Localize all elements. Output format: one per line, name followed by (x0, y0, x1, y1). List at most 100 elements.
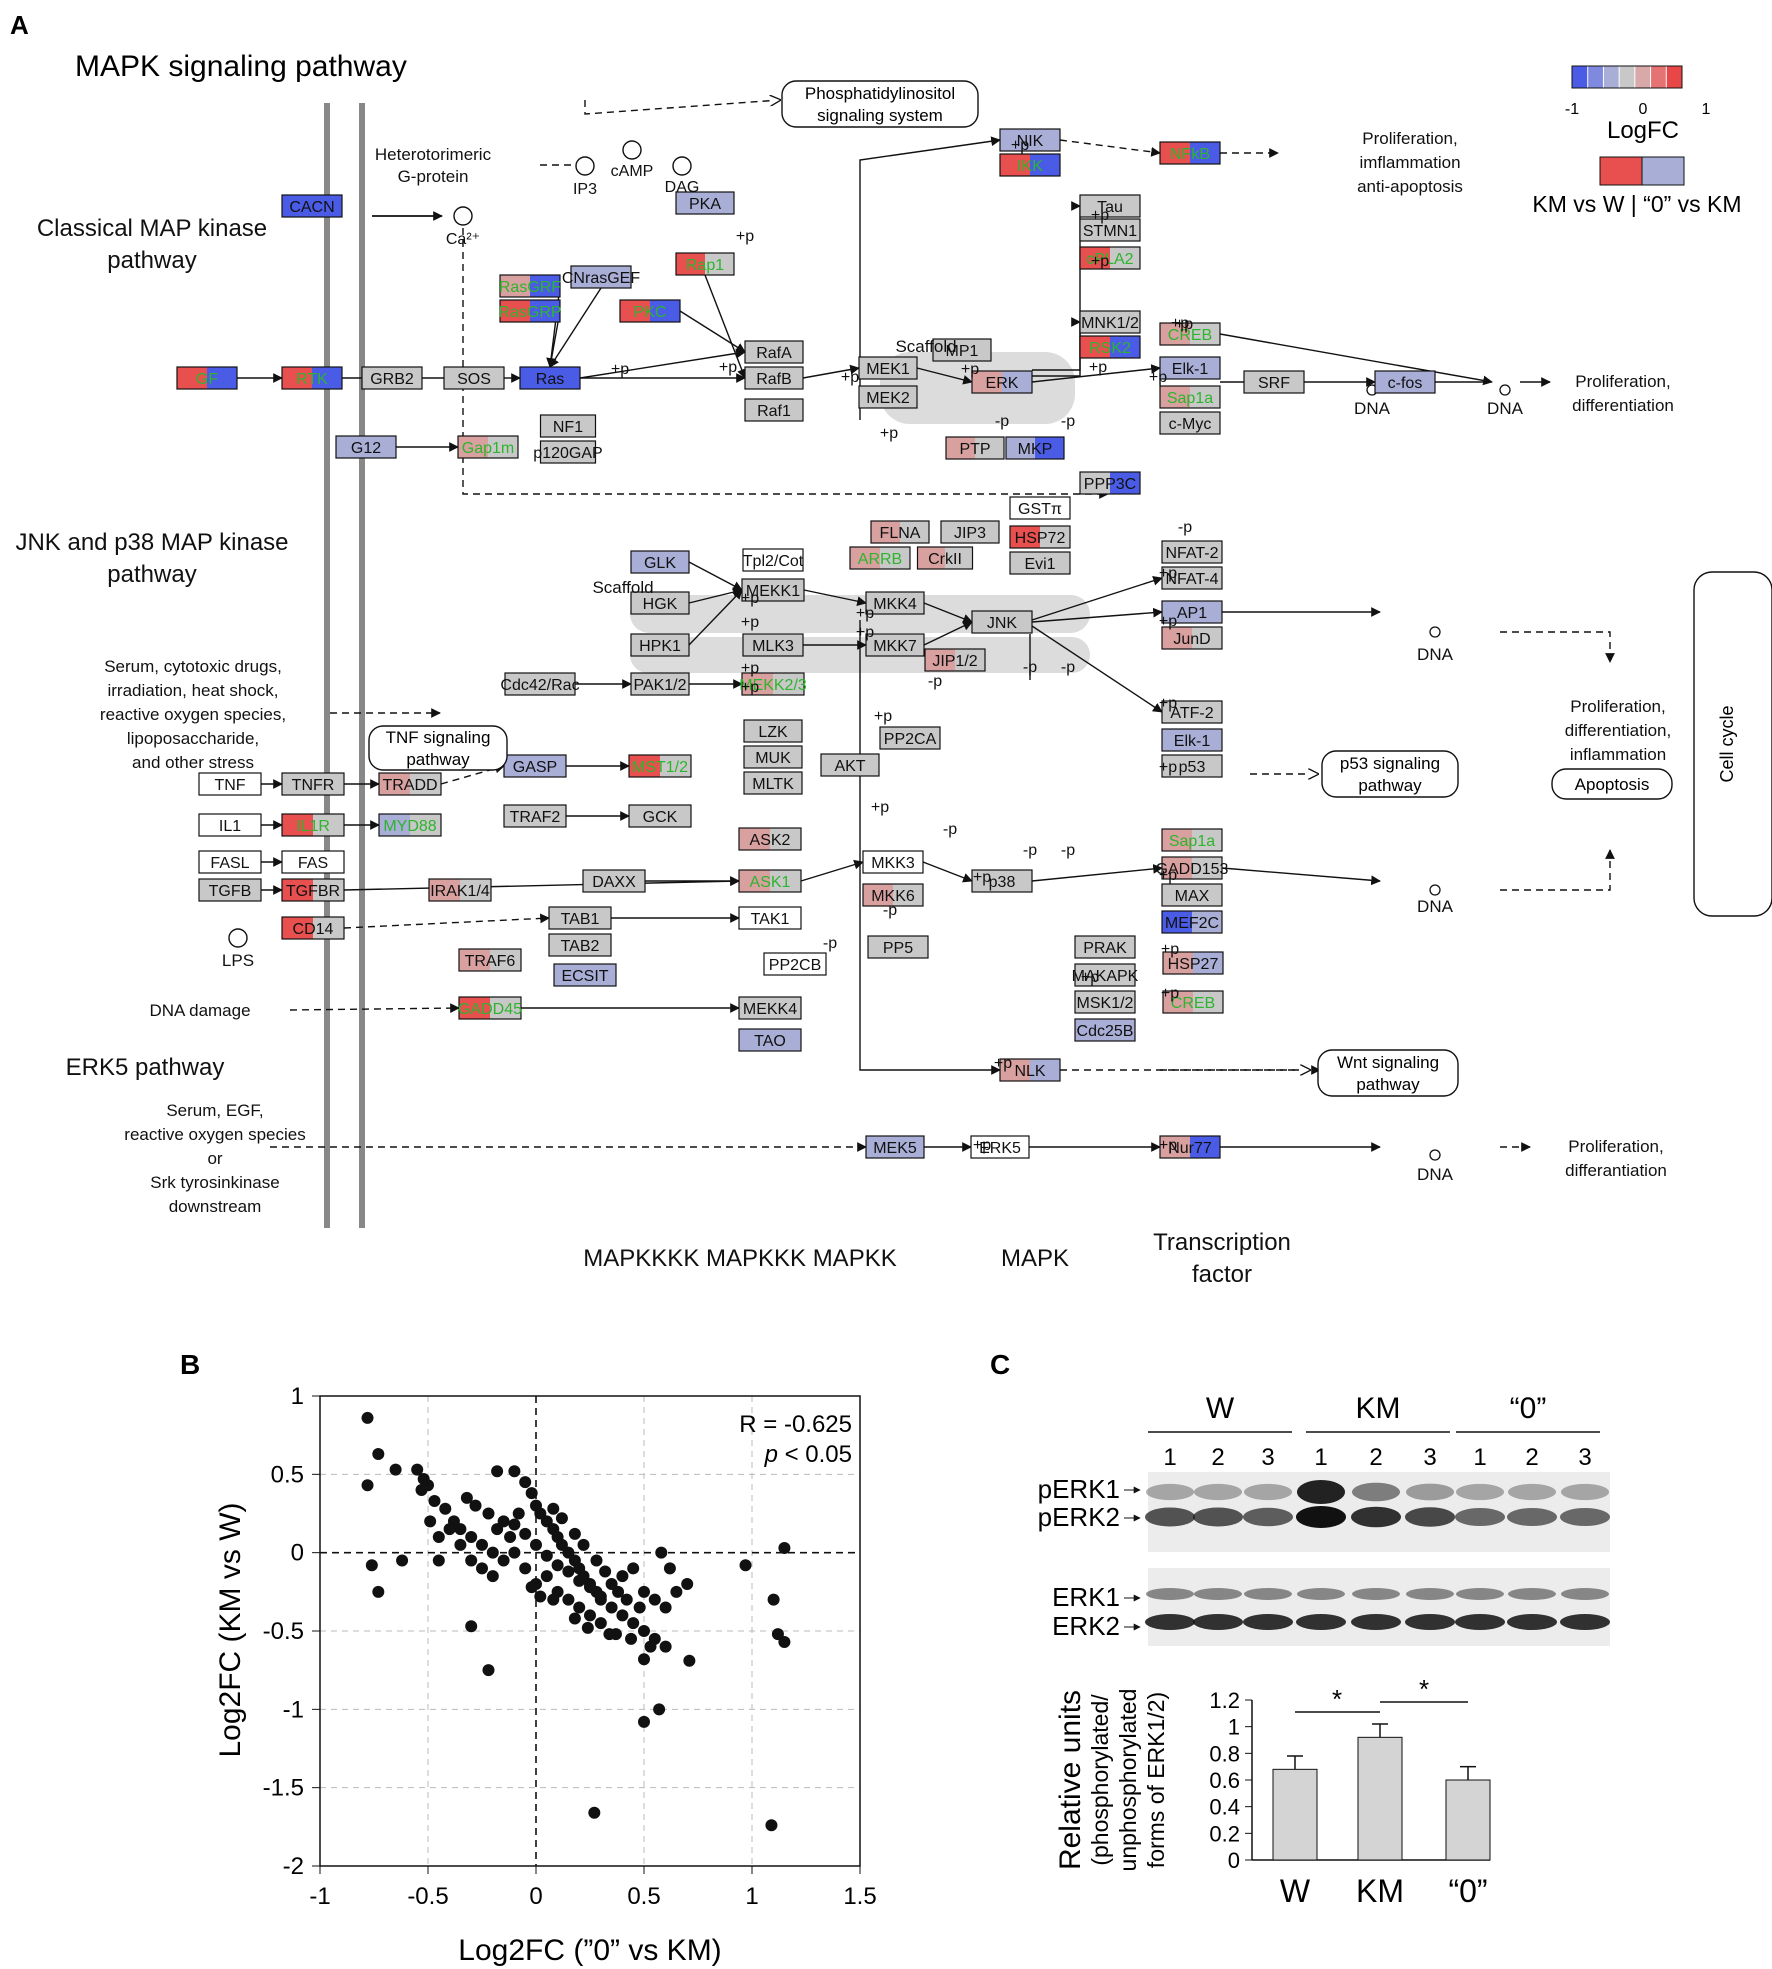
gene-border (1161, 540, 1223, 564)
gene-fill-left (629, 755, 660, 777)
gene-fill-right (313, 814, 344, 836)
gene-fill (676, 192, 734, 214)
blot-band-erk1 (1508, 1588, 1556, 1600)
gene-border (862, 883, 924, 907)
phospho-plus-label-line: +p (961, 361, 979, 378)
edge (1031, 607, 1163, 623)
gene-p38: p38 (971, 869, 1033, 893)
gene-fill (1375, 371, 1435, 393)
tier-mapk-line: MAPK (1001, 1245, 1069, 1272)
blot-label-perk2: pERK2 (1038, 1502, 1120, 1532)
gene-border (499, 274, 561, 298)
gene-fill-left (458, 436, 488, 458)
gene-traf2: TRAF2 (503, 804, 567, 828)
gene-border (971, 370, 1033, 394)
gene-border (858, 356, 918, 380)
scatter-point (638, 1653, 650, 1666)
gene-fill (1244, 371, 1304, 393)
pathway-box-p53-text: p53 signaling (1340, 754, 1440, 773)
scatter-point (767, 1593, 780, 1606)
gene-hsp27: HSP27 (1162, 951, 1224, 975)
gene-fill-left (429, 879, 460, 901)
phospho-minus-label: -p (1178, 519, 1192, 536)
scatter-point (540, 1549, 553, 1562)
gene-fill (941, 521, 999, 543)
gene-cfos: c-fos (1374, 370, 1436, 394)
scatter-annotation-r: R = -0.625 (739, 1411, 852, 1438)
edge (1219, 333, 1493, 386)
gene-border (744, 366, 804, 390)
gene-fill (739, 907, 801, 929)
gene-label: TNF (214, 777, 245, 794)
gene-fill-right (1030, 154, 1060, 176)
gene-fill-right (955, 649, 985, 671)
gene-border (738, 869, 802, 893)
gene-hgk: HGK (630, 591, 690, 615)
gene-fill (868, 936, 928, 958)
gene-label: HPK1 (639, 638, 681, 655)
gene-makapk: MAKAPK (1072, 963, 1139, 987)
gene-border (630, 672, 690, 696)
gene-fill-left (1160, 1136, 1190, 1158)
gene-mst12: MST1/2 (628, 754, 692, 778)
phospho-plus-label-line: +p (1159, 867, 1177, 884)
phospho-plus-label: +p (1159, 565, 1177, 582)
gene-tau: Tau (1079, 194, 1141, 218)
gene-label: Nur77 (1168, 1140, 1212, 1157)
gene-fas: FAS (281, 850, 345, 874)
gene-label: p38 (989, 874, 1016, 891)
gene-muk: MUK (743, 745, 803, 769)
phospho-plus-label-line: +p (1161, 985, 1179, 1002)
gene-mek1: MEK1 (858, 356, 918, 380)
dna-label-line: DNA (1417, 1165, 1454, 1184)
edge (922, 861, 973, 883)
phospho-minus-label-line: -p (1061, 659, 1075, 676)
bar-ytick-label: 0.2 (1209, 1821, 1240, 1846)
scatter-point (439, 1502, 452, 1515)
gene-ap1: AP1 (1161, 600, 1223, 624)
gene-label: ERK (986, 375, 1019, 392)
scatter-xtick-label: 0 (529, 1883, 542, 1910)
gene-nf1: NF1 (539, 414, 597, 438)
gene-fasl: FASL (198, 850, 262, 874)
gene-label: PP2CB (769, 957, 821, 974)
gene-fill-left (1163, 952, 1193, 974)
blot-band-erk2 (1560, 1614, 1610, 1630)
phospho-plus-label: +p (1159, 695, 1177, 712)
scatter-point (465, 1531, 478, 1543)
phospho-plus-label: +p (856, 605, 874, 622)
blot-band-erk1 (1352, 1588, 1400, 1600)
scatter-annotation-p: p < 0.05 (764, 1441, 852, 1468)
gene-label: PRAK (1083, 940, 1127, 957)
gene-fill (743, 549, 803, 571)
gene-border (999, 1058, 1061, 1082)
scatter-point (627, 1562, 640, 1575)
gene-flna: FLNA (870, 520, 930, 544)
scatter-xtick-label: 1 (745, 1883, 758, 1910)
section-erk5-line: ERK5 pathway (66, 1054, 225, 1081)
gene-border (743, 719, 803, 743)
gene-fill (739, 1029, 801, 1051)
gene-label: JIP1/2 (932, 653, 977, 670)
phospho-plus-label: +p (1159, 613, 1177, 630)
scatter-point (486, 1546, 499, 1559)
phospho-plus-label-line: +p (874, 708, 892, 725)
gene-label: MKK6 (871, 888, 915, 905)
gene-fill (554, 964, 616, 986)
gene-label: PKC (634, 304, 667, 321)
scatter-point (432, 1531, 445, 1543)
gene-border (457, 435, 519, 459)
heterotrimeric-gprotein-line: G-protein (398, 167, 469, 186)
gene-label: CACN (289, 199, 334, 216)
phospho-plus-label-line: +p (611, 361, 629, 378)
gene-fill (629, 805, 691, 827)
gene-label: AKT (834, 758, 865, 775)
gene-cd14: CD14 (281, 916, 345, 940)
scatter-point (525, 1487, 538, 1500)
legend-0-vs-km-swatch (1641, 156, 1685, 186)
scatter-point (562, 1565, 575, 1578)
scatter-point (530, 1538, 542, 1551)
scatter-point (562, 1593, 575, 1606)
gene-fill-left (946, 437, 975, 459)
